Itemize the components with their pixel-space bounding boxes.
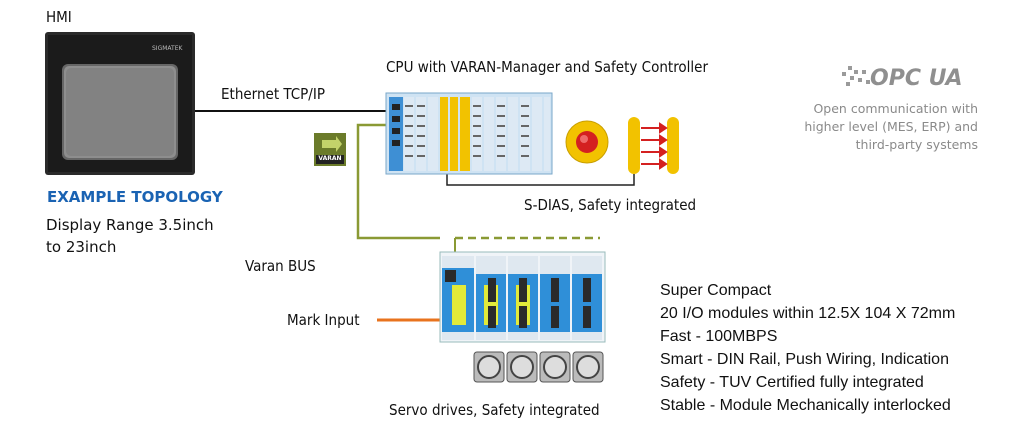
feature-item: Fast - 100MBPS	[660, 328, 778, 345]
feature-item: Stable - Module Mechanically interlocked	[660, 397, 951, 414]
light-curtain-icon	[628, 117, 679, 174]
display-range-line-1: Display Range 3.5inch	[46, 216, 214, 234]
mark-input-label: Mark Input	[287, 311, 360, 329]
cpu-module-rail	[385, 92, 553, 175]
emergency-stop-icon	[565, 120, 609, 164]
feature-item: Safety - TUV Certified fully integrated	[660, 374, 924, 391]
hmi-panel: SIGMATEK	[45, 32, 195, 175]
cpu-label: CPU with VARAN-Manager and Safety Contro…	[386, 58, 709, 76]
servo-drive-rack	[439, 251, 606, 343]
feature-item: 20 I/O modules within 12.5X 104 X 72mm	[660, 305, 956, 322]
feature-item: Super Compact	[660, 282, 772, 299]
hmi-brand-text: SIGMATEK	[152, 45, 183, 52]
display-range-line-2: to 23inch	[46, 238, 117, 256]
varan-bus-label: Varan BUS	[245, 257, 316, 275]
servo-label: Servo drives, Safety integrated	[389, 401, 600, 419]
opcua-line-2: higher level (MES, ERP) and	[804, 119, 978, 134]
ethernet-label: Ethernet TCP/IP	[221, 85, 325, 103]
varan-bus-line	[356, 123, 440, 240]
opcua-description: Open communication with higher level (ME…	[800, 100, 978, 154]
opcua-line-3: third-party systems	[855, 137, 978, 152]
opcua-logo-text: OPC UA	[870, 66, 963, 91]
opcua-logo-icon	[842, 66, 870, 86]
hmi-label: HMI	[46, 8, 72, 26]
topology-title: EXAMPLE TOPOLOGY	[47, 188, 223, 206]
varan-logo-text: VARAN	[318, 155, 342, 162]
feature-item: Smart - DIN Rail, Push Wiring, Indicatio…	[660, 351, 949, 368]
sdias-label: S-DIAS, Safety integrated	[524, 196, 697, 214]
varan-logo-icon	[314, 133, 346, 166]
servo-motor-icons	[473, 351, 604, 383]
sdias-wire	[446, 174, 635, 186]
opcua-line-1: Open communication with	[813, 101, 978, 116]
feature-list: Super Compact 20 I/O modules within 12.5…	[660, 279, 955, 417]
